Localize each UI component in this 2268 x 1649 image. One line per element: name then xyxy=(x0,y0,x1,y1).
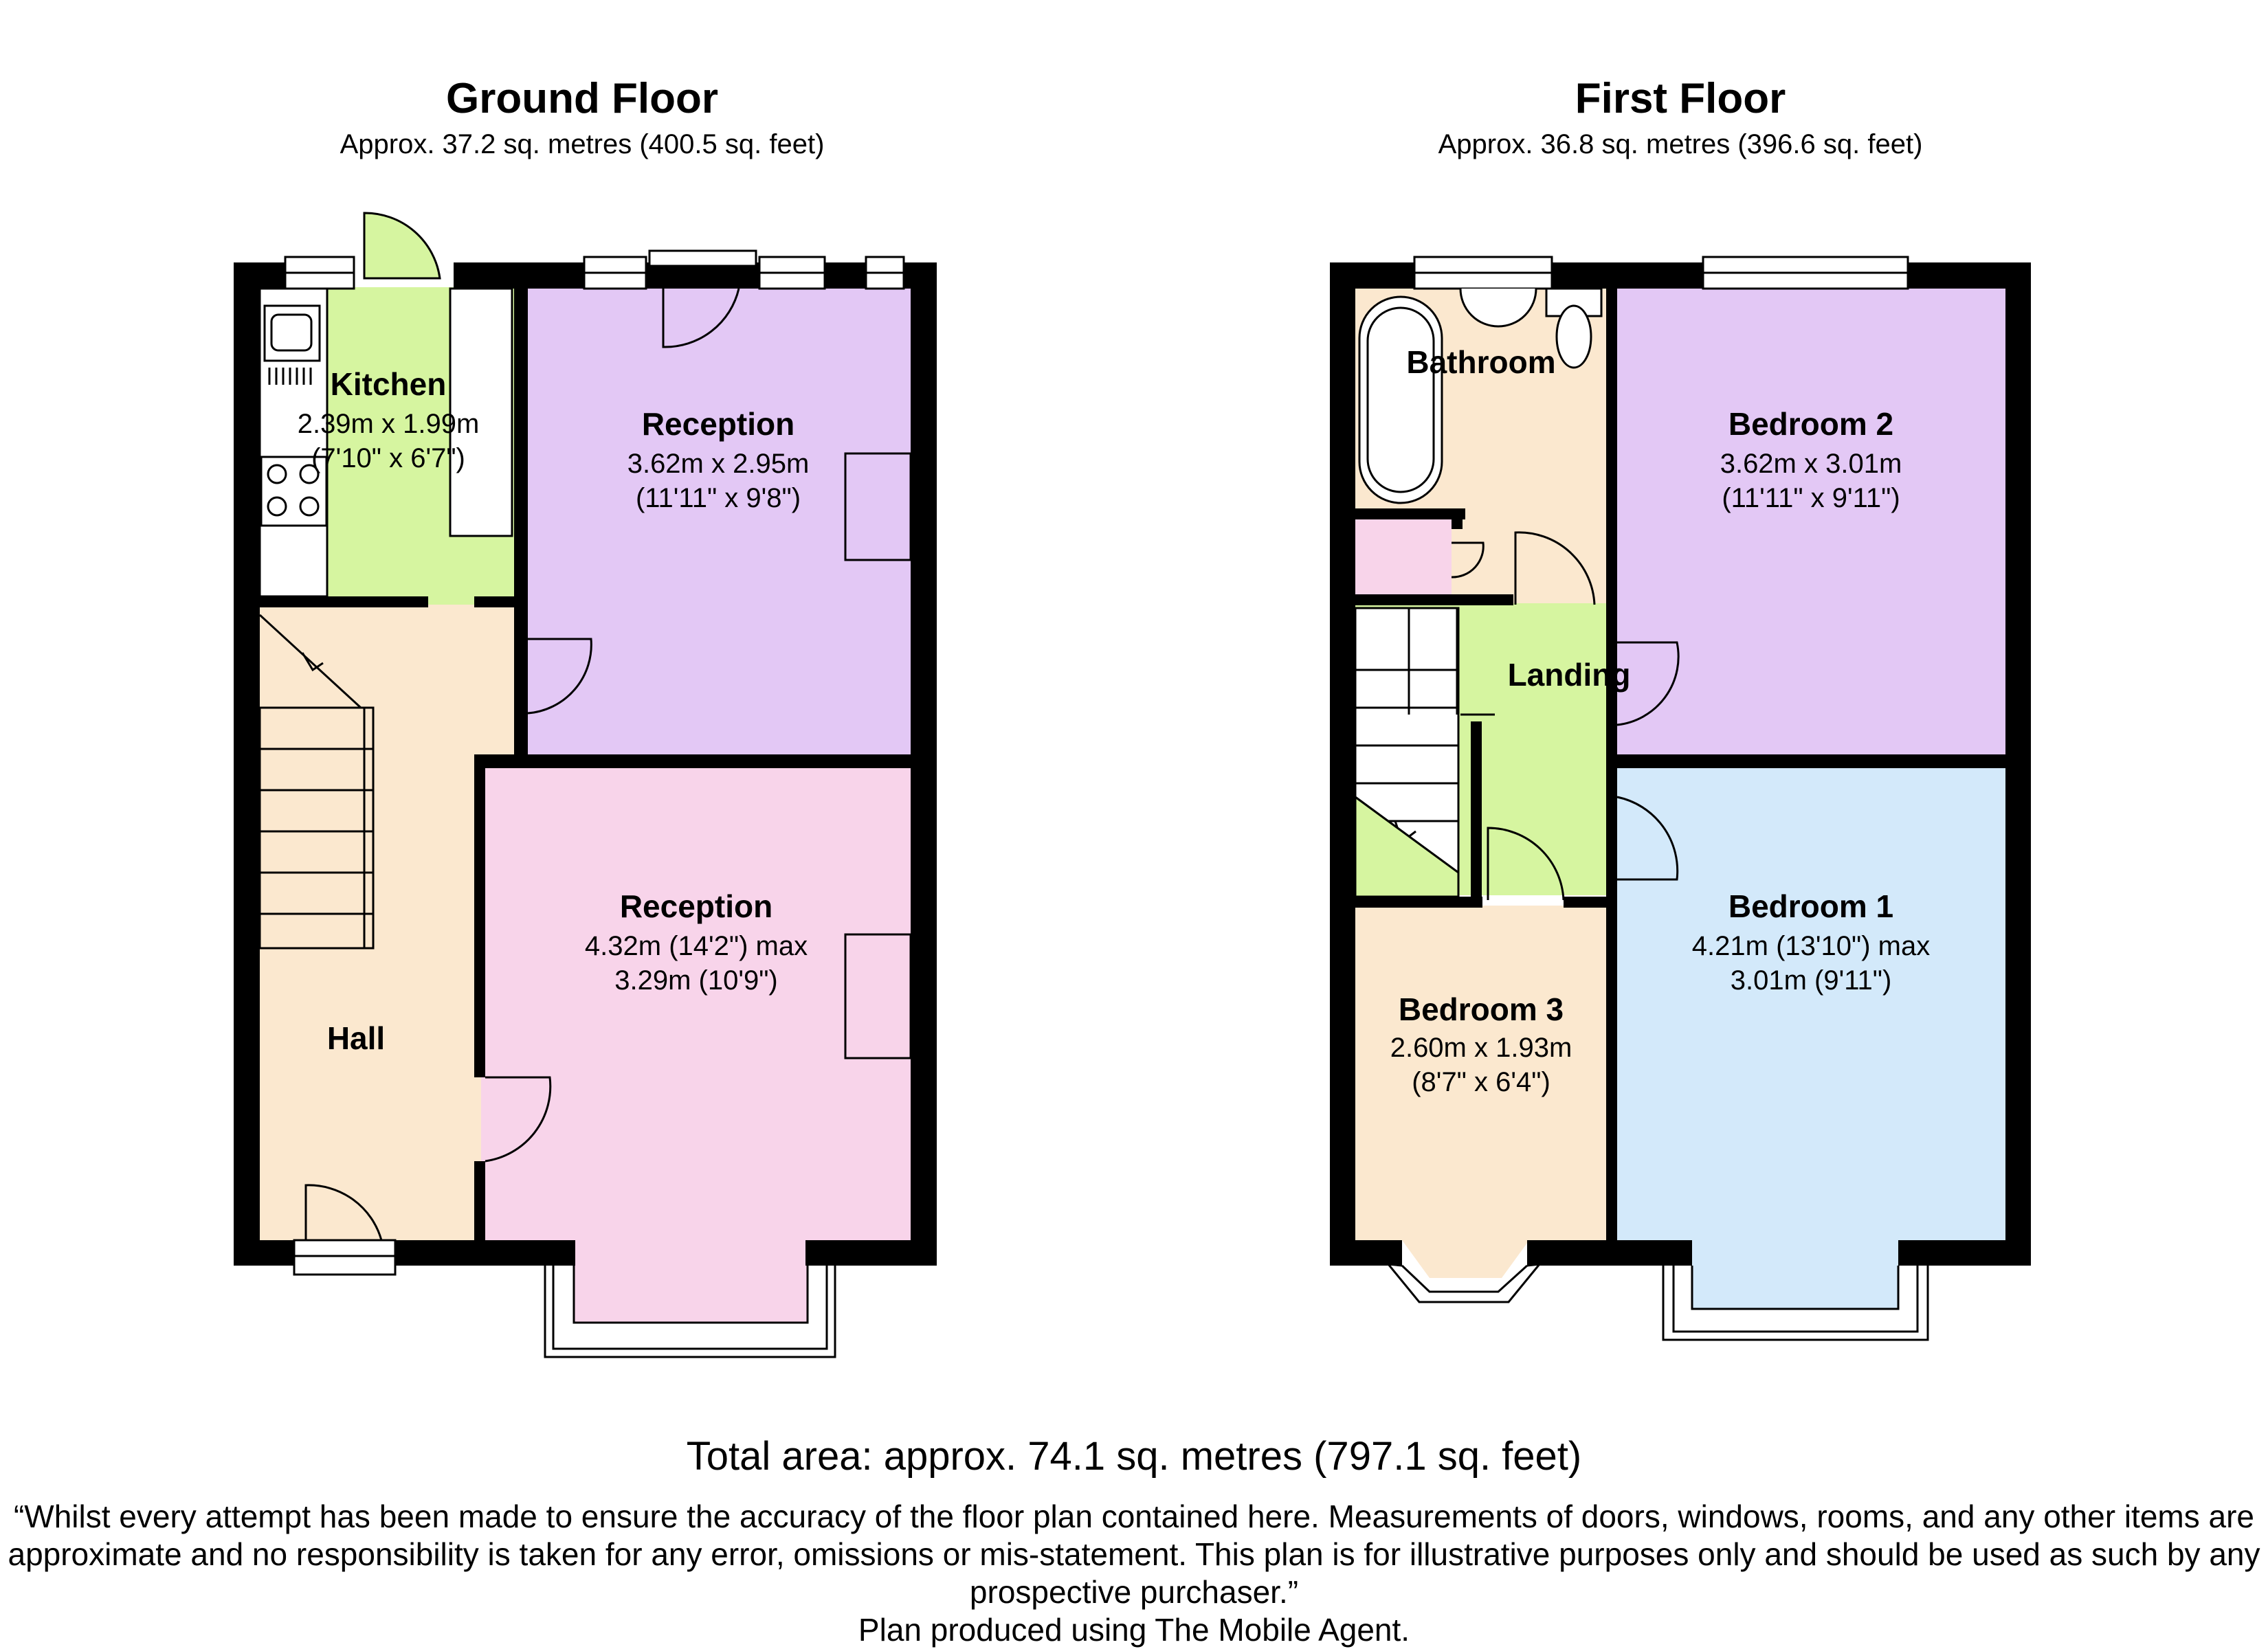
reception-rear-dim2: (11'11" x 9'8") xyxy=(636,483,801,513)
hall-upper-area xyxy=(260,605,521,749)
bedroom3-dim1: 2.60m x 1.93m xyxy=(1390,1033,1572,1063)
total-area: Total area: approx. 74.1 sq. metres (797… xyxy=(686,1434,1582,1479)
bedroom2-dim2: (11'11" x 9'11") xyxy=(1722,483,1900,513)
bedroom3-name: Bedroom 3 xyxy=(1399,991,1564,1027)
bedroom3-dim2: (8'7" x 6'4") xyxy=(1412,1067,1550,1097)
bedroom1-dim2: 3.01m (9'11") xyxy=(1731,965,1892,996)
bay-window-front-area xyxy=(574,1240,808,1323)
credit-text: Plan produced using The Mobile Agent. xyxy=(858,1612,1410,1648)
reception-front-name: Reception xyxy=(620,888,772,924)
kitchen-dim1: 2.39m x 1.99m xyxy=(298,409,480,439)
reception-rear-area xyxy=(526,287,911,754)
reception-front-area xyxy=(481,766,911,1240)
reception-rear-dim1: 3.62m x 2.95m xyxy=(627,449,810,479)
room-labels: Kitchen 2.39m x 1.99m (7'10" x 6'7") Rec… xyxy=(298,344,1931,1097)
ground-floor-title: Ground Floor xyxy=(445,75,719,122)
bedroom3-bay-area xyxy=(1402,1240,1529,1278)
bedroom1-name: Bedroom 1 xyxy=(1728,888,1893,924)
bedroom1-dim1: 4.21m (13'10") max xyxy=(1692,931,1930,961)
first-floor-plan xyxy=(1330,256,2031,1341)
reception-front-dim1: 4.32m (14'2") max xyxy=(585,931,808,961)
disclaimer-text: “Whilst every attempt has been made to e… xyxy=(8,1499,2260,1610)
first-floor-title: First Floor xyxy=(1575,75,1786,122)
wc-cupboard-area xyxy=(1355,519,1452,594)
reception-rear-name: Reception xyxy=(642,406,794,442)
kitchen-door-swing xyxy=(363,212,441,280)
bedroom2-area xyxy=(1615,287,2007,754)
bedroom1-area xyxy=(1615,766,2007,1240)
ground-floor-area: Approx. 37.2 sq. metres (400.5 sq. feet) xyxy=(340,129,825,159)
hall-name: Hall xyxy=(327,1020,385,1056)
reception-front-dim2: 3.29m (10'9") xyxy=(614,965,778,996)
ground-floor-plan xyxy=(234,212,937,1358)
kitchen-name: Kitchen xyxy=(331,366,447,402)
bathroom-name: Bathroom xyxy=(1406,344,1555,380)
landing-name: Landing xyxy=(1508,657,1631,693)
bedroom3-area xyxy=(1355,906,1606,1240)
bedroom2-dim1: 3.62m x 3.01m xyxy=(1720,449,1902,479)
bedroom2-name: Bedroom 2 xyxy=(1728,406,1893,442)
bedroom1-bay-area xyxy=(1692,1240,1898,1309)
first-floor-area: Approx. 36.8 sq. metres (396.6 sq. feet) xyxy=(1438,129,1923,159)
kitchen-dim2: (7'10" x 6'7") xyxy=(311,443,465,473)
